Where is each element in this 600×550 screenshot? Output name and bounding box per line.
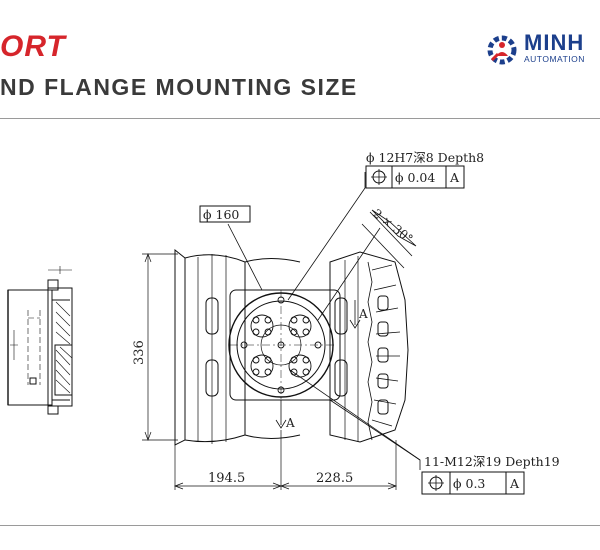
fcf-bottom-tolerance: ϕ 0.3 — [453, 476, 485, 491]
callout-top-text: ϕ 12H7深8 Depth8 — [366, 150, 484, 165]
fcf-top-tolerance: ϕ 0.04 — [395, 170, 435, 185]
dimension-lines — [142, 253, 397, 490]
brand-word: ORT — [0, 30, 66, 63]
fcf-top-frame — [365, 165, 465, 189]
gear-person-icon — [487, 35, 517, 65]
left-width-dimension: 194.5 — [208, 471, 245, 486]
header-divider — [0, 118, 600, 119]
logo-name: MINH — [524, 30, 585, 55]
logo-subtitle: AUTOMATION — [524, 54, 585, 64]
datum-a-label-right: A — [358, 307, 368, 321]
footer-divider — [0, 525, 600, 526]
company-logo: MINH AUTOMATION — [484, 30, 600, 70]
datum-a-label: A — [285, 416, 295, 430]
right-width-dimension: 228.5 — [316, 471, 353, 486]
diameter-label: ϕ 160 — [203, 207, 239, 222]
callout-bottom-text: 11-M12深19 Depth19 — [424, 454, 560, 469]
fcf-bottom-datum: A — [509, 476, 520, 491]
fcf-top-datum: A — [449, 170, 460, 185]
side-view — [7, 266, 73, 415]
page-title: ND FLANGE MOUNTING SIZE — [0, 74, 358, 100]
fcf-bottom-frame — [421, 471, 525, 495]
height-dimension: 336 — [132, 340, 147, 365]
chamfer-frame — [371, 209, 417, 247]
front-view — [174, 172, 421, 470]
diameter-frame — [199, 205, 251, 223]
